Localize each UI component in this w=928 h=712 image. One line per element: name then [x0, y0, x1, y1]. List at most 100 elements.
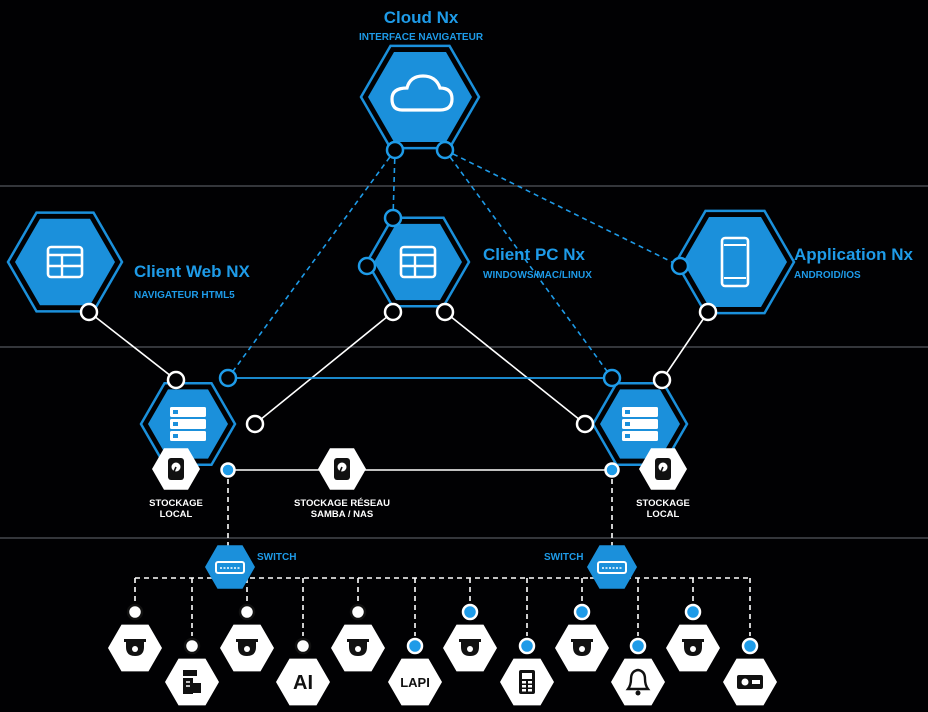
cloud-subtitle: INTERFACE NAVIGATEUR [358, 32, 484, 43]
dome-camera-icon [571, 639, 593, 656]
device-5: LAPI [388, 658, 442, 706]
local-storage-right-line2: LOCAL [646, 509, 680, 520]
intercom-icon [519, 670, 535, 694]
server-left-node [139, 382, 237, 466]
local-storage-right-line1: STOCKAGE [636, 498, 690, 509]
pc-client-port-left [357, 256, 377, 276]
cloud-to-server-left-link [227, 149, 396, 379]
server-rack-icon [622, 407, 658, 441]
switch-left-label: SWITCH [257, 552, 297, 563]
web-client-title: Client Web NX [134, 262, 250, 281]
local-storage-right-node [639, 448, 687, 490]
local-storage-left-node [152, 448, 200, 490]
pc-client-node [365, 216, 471, 308]
local-storage-left-line1: STOCKAGE [149, 498, 203, 509]
server-right-port-left [575, 414, 595, 434]
switch-left-node [205, 545, 255, 589]
device-8 [555, 624, 609, 672]
switch-icon [597, 561, 627, 574]
pc-client-port-bottom-left [383, 302, 403, 322]
server-left-port-client [166, 370, 186, 390]
cloud-title: Cloud Nx [383, 8, 459, 27]
device-9 [611, 658, 665, 706]
dome-camera-icon [124, 639, 146, 656]
pc-client-subtitle: WINDOWS/MAC/LINUX [483, 270, 592, 281]
device-port-9 [629, 637, 647, 655]
device-11 [723, 658, 777, 706]
device-0 [108, 624, 162, 672]
access-control-icon [183, 670, 201, 694]
device-1 [165, 658, 219, 706]
mobile-app-link [661, 311, 709, 381]
server-left-port-top [218, 368, 238, 388]
web-client-port [79, 302, 99, 322]
device-port-10 [684, 603, 702, 621]
device-6 [443, 624, 497, 672]
network-storage-line2: SAMBA / NAS [310, 509, 374, 520]
local-storage-left-line2: LOCAL [159, 509, 193, 520]
network-storage-label: STOCKAGE RÉSEAU SAMBA / NAS [294, 498, 390, 520]
cloud-icon [390, 74, 454, 112]
pc-client-port-top [383, 208, 403, 228]
sensor-icon [737, 675, 763, 689]
web-client-link [88, 311, 177, 381]
device-port-2 [238, 603, 256, 621]
server-right-port-top [602, 368, 622, 388]
device-port-3 [294, 637, 312, 655]
bell-icon [625, 668, 651, 696]
dome-camera-icon [459, 639, 481, 656]
cloud-to-pc-client-link [392, 149, 396, 219]
dome-camera-icon [347, 639, 369, 656]
device-port-4 [349, 603, 367, 621]
server-right-port-storage [604, 462, 620, 478]
layout-window-icon [399, 245, 437, 279]
cloud-port-right [435, 140, 455, 160]
device-port-8 [573, 603, 591, 621]
web-client-node [6, 211, 124, 313]
device-port-11 [741, 637, 759, 655]
local-storage-right-label: STOCKAGE LOCAL [636, 498, 690, 520]
device-4 [331, 624, 385, 672]
cloud-port-left [385, 140, 405, 160]
mobile-app-subtitle: ANDROID/IOS [794, 270, 861, 281]
layout-window-icon [46, 245, 84, 279]
pc-client-title: Client PC Nx [483, 245, 586, 264]
device-label-5: LAPI [400, 675, 430, 690]
server-rack-icon [170, 407, 206, 441]
device-port-0 [126, 603, 144, 621]
web-client-subtitle: NAVIGATEUR HTML5 [134, 290, 235, 301]
device-2 [220, 624, 274, 672]
server-left-port-storage [220, 462, 236, 478]
hard-drive-icon [655, 458, 671, 480]
device-label-3: AI [293, 672, 313, 694]
ai-icon: AI [293, 672, 313, 694]
pc-client-left-link [254, 311, 394, 425]
mobile-app-port-bottom [698, 302, 718, 322]
mobile-app-port-left [670, 256, 690, 276]
device-port-6 [461, 603, 479, 621]
server-right-port-client [652, 370, 672, 390]
hard-drive-icon [168, 458, 184, 480]
hard-drive-icon [334, 458, 350, 480]
switch-right-node [587, 545, 637, 589]
pc-client-port-bottom-right [435, 302, 455, 322]
dome-camera-icon [236, 639, 258, 656]
switch-right-label: SWITCH [544, 552, 584, 563]
server-left-port-right [245, 414, 265, 434]
pc-client-right-link [444, 311, 586, 425]
device-3: AI [276, 658, 330, 706]
device-10 [666, 624, 720, 672]
mobile-app-title: Application Nx [794, 245, 914, 264]
local-storage-left-label: STOCKAGE LOCAL [149, 498, 203, 520]
device-7 [500, 658, 554, 706]
network-storage-node [318, 448, 366, 490]
cloud-node [359, 44, 481, 150]
network-storage-line1: STOCKAGE RÉSEAU [294, 498, 390, 509]
device-port-7 [518, 637, 536, 655]
dome-camera-icon [682, 639, 704, 656]
switch-icon [215, 561, 245, 574]
smartphone-icon [720, 236, 750, 288]
lapi-icon: LAPI [400, 675, 430, 690]
